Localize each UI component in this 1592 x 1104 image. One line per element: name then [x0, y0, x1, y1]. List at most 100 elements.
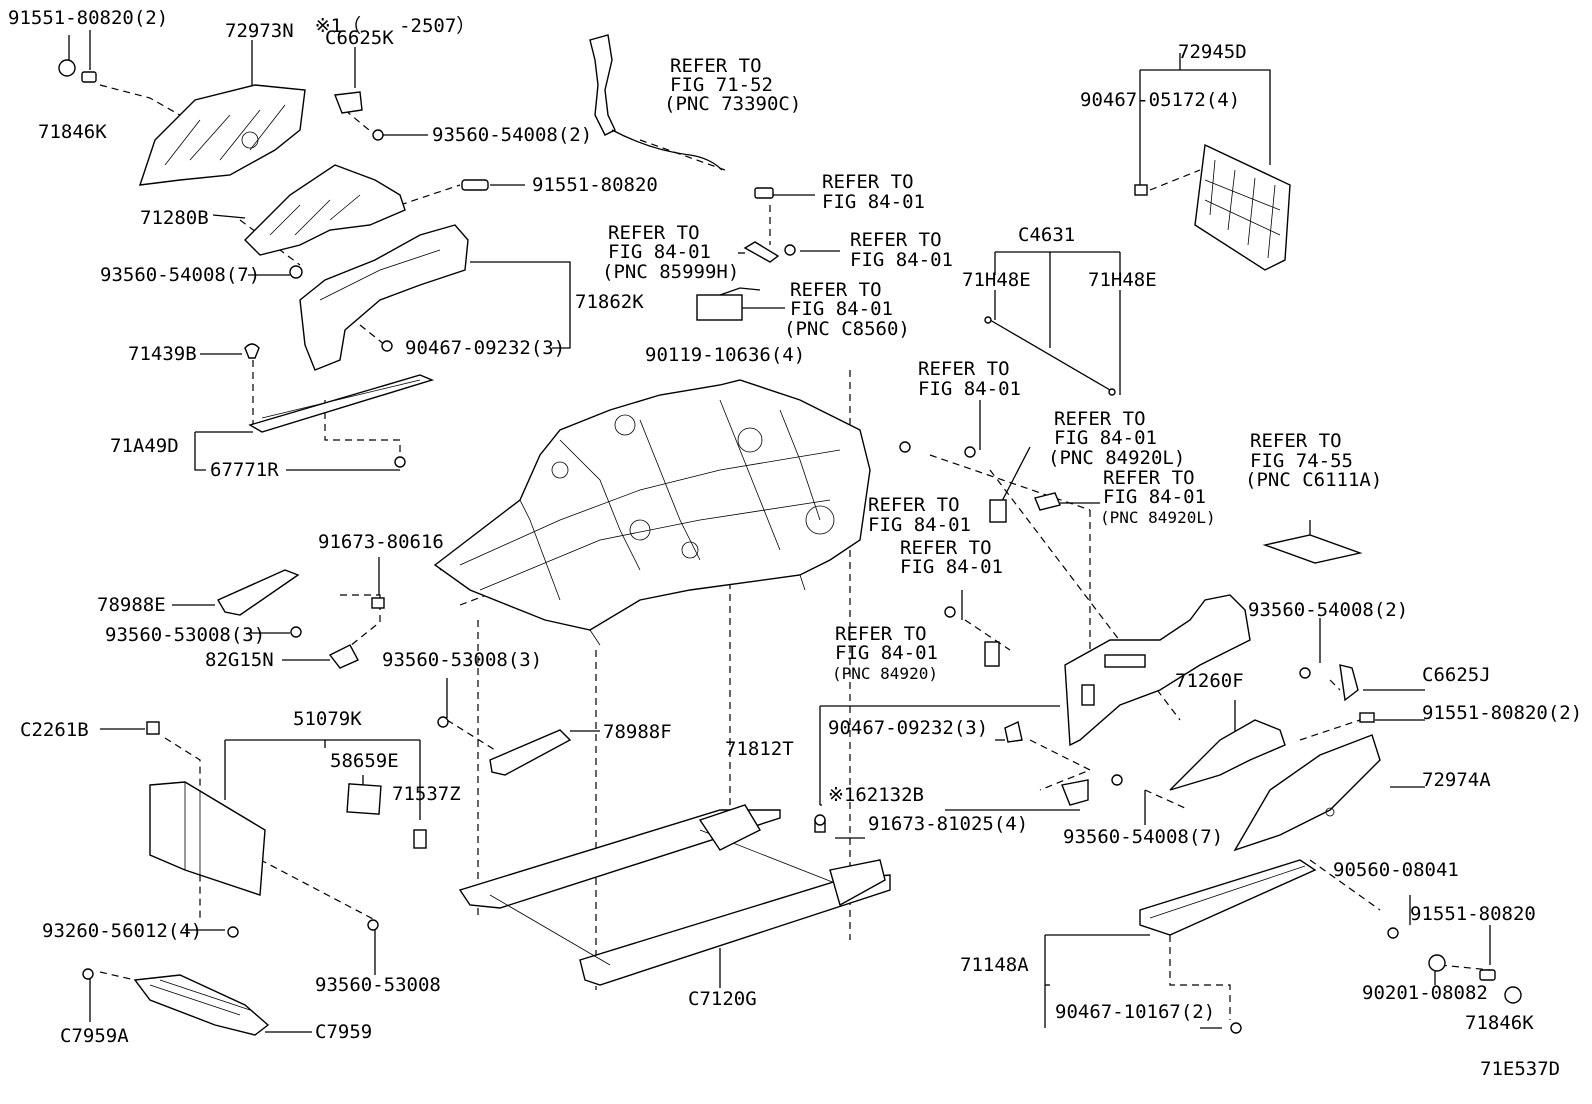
seat-frame-shape	[433, 379, 871, 646]
part-label: 93560-53008(3)	[105, 624, 265, 646]
part-label: 78988E	[97, 594, 166, 616]
part-label: C6625K	[325, 27, 394, 49]
part-label: 93560-54008(7)	[1063, 826, 1223, 848]
90467-09232-shape	[1004, 721, 1023, 743]
C6625J-shape	[1339, 664, 1359, 702]
82G15N-shape	[328, 644, 359, 669]
svg-text:REFER TO: REFER TO	[918, 358, 1010, 380]
part-label: 72973N	[225, 20, 294, 42]
part-label: 90467-09232(3)	[828, 717, 988, 739]
71260F-shape	[1169, 719, 1286, 791]
part-label: 82G15N	[205, 649, 274, 671]
part-label: 78988F	[603, 721, 672, 743]
78988E-shape	[217, 569, 300, 616]
svg-text:(PNC 84920): (PNC 84920)	[832, 664, 938, 683]
svg-text:REFER TO: REFER TO	[868, 494, 960, 516]
refer-to-note: REFER TO FIG 84-01 (PNC C8560)	[784, 279, 910, 340]
svg-text:REFER TO: REFER TO	[1054, 408, 1146, 430]
part-label: 71H48E	[1088, 269, 1157, 291]
part-label: 67771R	[210, 459, 279, 481]
svg-text:REFER TO: REFER TO	[790, 279, 882, 301]
71280B-shape	[244, 164, 406, 256]
refer-to-note: REFER TO FIG 84-01 (PNC 85999H)	[602, 222, 739, 283]
refer-to-note: REFER TO FIG 84-01	[868, 494, 971, 536]
C8560-module-shape	[696, 294, 743, 321]
part-label: 90467-05172(4)	[1080, 89, 1240, 111]
part-label: 71280B	[140, 207, 209, 229]
78988F-shape	[489, 729, 572, 776]
svg-text:(PNC 85999H): (PNC 85999H)	[602, 261, 739, 283]
90467-05172-shape	[1134, 184, 1148, 196]
part-label: 51079K	[293, 708, 362, 730]
part-label: C2261B	[20, 719, 89, 741]
part-label: 71862K	[575, 291, 644, 313]
C6625K-shape	[334, 91, 363, 114]
refer-to-note: REFER TO FIG 84-01	[850, 229, 953, 271]
svg-text:(PNC 84920L): (PNC 84920L)	[1048, 447, 1185, 469]
svg-text:(PNC C8560): (PNC C8560)	[784, 318, 910, 340]
svg-text:(PNC 84920L): (PNC 84920L)	[1100, 508, 1216, 527]
part-label: 93560-54008(7)	[100, 264, 260, 286]
71439B-shape	[244, 343, 260, 359]
part-label: 93560-53008(3)	[382, 649, 542, 671]
svg-text:FIG 84-01: FIG 84-01	[1054, 427, 1157, 449]
72974A-shape	[1233, 734, 1381, 852]
71A49D-shape	[248, 374, 435, 433]
part-label: 93260-56012(4)	[42, 920, 202, 942]
labels: ※1（ -2507） 91551-80820(2) 72973N C6625K …	[8, 7, 1582, 1080]
svg-text:REFER TO: REFER TO	[608, 222, 700, 244]
C7959-shape	[133, 974, 270, 1036]
91551-80820-bolt-shape	[461, 179, 489, 191]
71537Z-shape	[413, 829, 427, 849]
part-label: 71148A	[960, 954, 1029, 976]
part-label: 91673-81025(4)	[868, 813, 1028, 835]
bolt-shape	[81, 71, 97, 83]
svg-text:FIG 84-01: FIG 84-01	[918, 378, 1021, 400]
switch-84920-shape	[984, 641, 1000, 667]
part-label: 91551-80820	[1410, 903, 1536, 925]
refer-to-note: REFER TO FIG 84-01 (PNC 84920L)	[1100, 467, 1216, 527]
part-label: C7120G	[688, 988, 757, 1010]
part-label: 93560-54008(2)	[432, 124, 592, 146]
part-label: 71439B	[128, 343, 197, 365]
part-label: 71H48E	[962, 269, 1031, 291]
part-label: 90560-08041	[1333, 859, 1459, 881]
part-label: 91551-80820(2)	[1422, 702, 1582, 724]
part-label: 71260F	[1175, 670, 1244, 692]
part-label: C7959	[315, 1021, 372, 1043]
51079K-shape	[149, 781, 266, 896]
part-label: 58659E	[330, 750, 399, 772]
header-note: ※1（ -2507）	[315, 15, 476, 37]
part-label: 90119-10636(4)	[645, 344, 805, 366]
71812T-shape	[1064, 594, 1251, 747]
svg-text:FIG 84-01: FIG 84-01	[790, 298, 893, 320]
refer-to-note: REFER TO FIG 84-01	[822, 171, 925, 213]
svg-text:FIG 84-01: FIG 84-01	[868, 514, 971, 536]
71846K-right-shape	[1504, 986, 1522, 1004]
svg-text:FIG 84-01: FIG 84-01	[1103, 486, 1206, 508]
refer-to-note: REFER TO FIG 84-01 (PNC 84920L)	[1048, 408, 1185, 469]
svg-text:FIG 84-01: FIG 84-01	[900, 556, 1003, 578]
track-frame-shape	[458, 804, 891, 986]
71862K-shape	[299, 224, 469, 371]
part-label: C6625J	[1422, 664, 1491, 686]
svg-text:FIG 84-01: FIG 84-01	[835, 642, 938, 664]
part-label: 91673-80616	[318, 531, 444, 553]
svg-text:(PNC C6111A): (PNC C6111A)	[1245, 469, 1382, 491]
svg-text:REFER TO: REFER TO	[835, 623, 927, 645]
71148A-shape	[1139, 859, 1317, 936]
part-label: 93560-54008(2)	[1248, 599, 1408, 621]
svg-text:(PNC 73390C): (PNC 73390C)	[664, 93, 801, 115]
svg-text:FIG 74-55: FIG 74-55	[1250, 450, 1353, 472]
refer-to-note: REFER TO FIG 84-01 (PNC 84920)	[832, 623, 938, 683]
C7959A-shape	[82, 968, 94, 980]
part-label: C7959A	[60, 1025, 129, 1047]
svg-text:REFER TO: REFER TO	[1103, 467, 1195, 489]
svg-text:FIG 84-01: FIG 84-01	[850, 249, 953, 271]
part-label: 90467-09232(3)	[405, 337, 565, 359]
part-label: ※162132B	[828, 784, 924, 806]
svg-text:FIG 84-01: FIG 84-01	[822, 191, 925, 213]
part-label: 71846K	[38, 121, 107, 143]
